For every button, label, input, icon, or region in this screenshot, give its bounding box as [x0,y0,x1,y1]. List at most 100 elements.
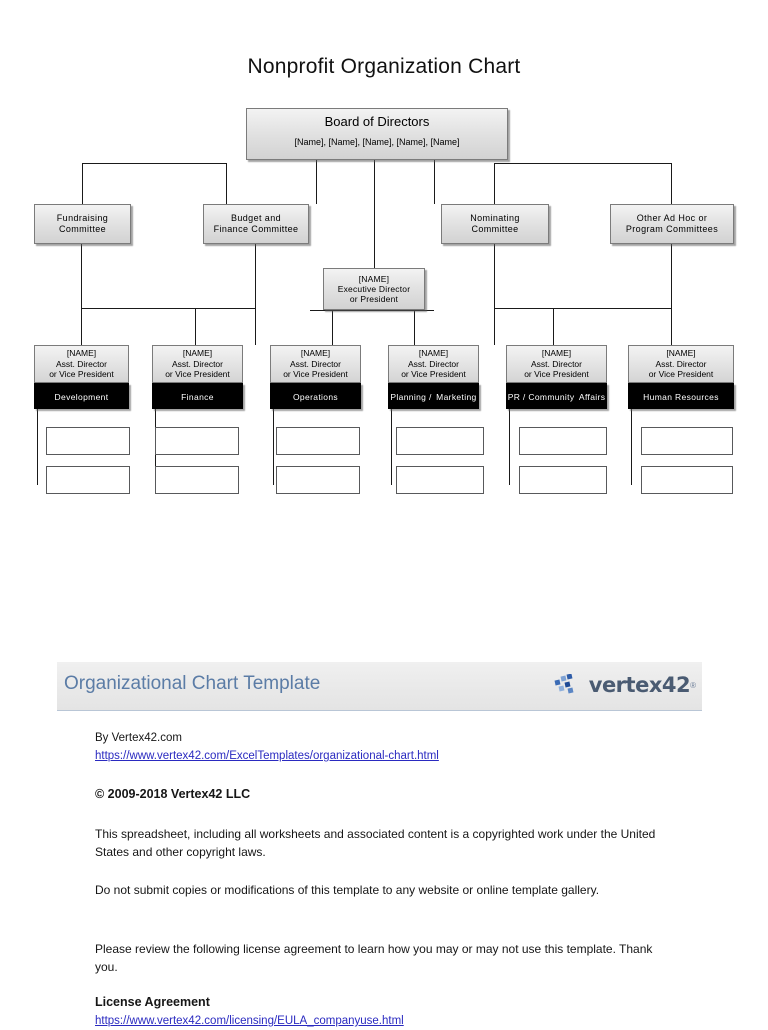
department-label2: Affairs [578,392,606,402]
department-name: [NAME] [541,348,572,359]
empty-box-hr-2[interactable] [641,466,733,494]
node-committee-nominating[interactable]: Nominating Committee [441,204,549,244]
committee-line1: Other Ad Hoc or [636,213,708,224]
footer-banner: Organizational Chart Template vertex42 ® [57,662,702,711]
department-title2: or Vice President [524,369,589,380]
department-title1: Asst. Director [407,358,459,369]
department-label1: Planning / [390,392,432,402]
department-title2: or Vice President [283,369,348,380]
executive-name: [NAME] [358,273,390,284]
board-title: Board of Directors [324,114,430,129]
connector-board-left-drop-fundraising [82,163,83,204]
node-board-of-directors[interactable]: Board of Directors [Name], [Name], [Name… [246,108,508,160]
connector-board-right-horizontal [494,163,671,164]
connector-exec-underline [310,310,434,311]
department-header: [NAME] Asst. Director or Vice President [270,345,361,383]
node-department-development[interactable]: [NAME] Asst. Director or Vice President … [34,345,129,409]
department-label1: Finance [181,392,214,402]
connector-board-drop-a [316,160,317,204]
committee-line1: Nominating [470,213,520,224]
department-title2: or Vice President [648,369,714,380]
department-header: [NAME] Asst. Director or Vice President [506,345,607,383]
node-department-planning-marketing[interactable]: [NAME] Asst. Director or Vice President … [388,345,479,409]
department-band: Planning / Marketing [388,383,479,409]
department-band: Operations [270,383,361,409]
board-members: [Name], [Name], [Name], [Name], [Name] [294,136,460,147]
department-name: [NAME] [66,348,97,359]
node-committee-budget-finance[interactable]: Budget and Finance Committee [203,204,309,244]
department-header: [NAME] Asst. Director or Vice President [152,345,243,383]
connector-operations-stem [273,409,274,485]
department-name: [NAME] [418,348,449,359]
department-label1: Development [54,392,109,402]
department-title2: or Vice President [49,369,114,380]
empty-box-operations-1[interactable] [276,427,360,455]
department-name: [NAME] [300,348,331,359]
node-department-operations[interactable]: [NAME] Asst. Director or Vice President … [270,345,361,409]
license-agreement-heading: License Agreement [95,995,210,1009]
connector-pr-stem [509,409,510,485]
department-name: [NAME] [666,348,696,359]
connector-board-left-horizontal [82,163,227,164]
department-band: PR / Community Affairs [506,383,607,409]
department-label1: Human Resources [643,392,719,402]
empty-box-planning-1[interactable] [396,427,484,455]
node-department-finance[interactable]: [NAME] Asst. Director or Vice President … [152,345,243,409]
node-committee-other-adhoc[interactable]: Other Ad Hoc or Program Committees [610,204,734,244]
connector-vp-drop-4 [494,308,495,345]
committee-line2: Program Committees [625,224,719,234]
empty-box-development-1[interactable] [46,427,130,455]
department-name: [NAME] [182,348,213,359]
empty-box-pr-2[interactable] [519,466,607,494]
committee-line2: Committee [471,224,519,234]
department-band: Human Resources [628,383,734,409]
registered-mark-icon: ® [690,680,696,690]
footer-copyright: © 2009-2018 Vertex42 LLC [95,787,251,801]
connector-vp-drop-6 [671,308,672,345]
empty-box-pr-1[interactable] [519,427,607,455]
connector-development-stem [37,409,38,485]
department-title2: or Vice President [165,369,230,380]
department-band: Finance [152,383,243,409]
connector-vp-drop-2 [195,308,196,345]
empty-box-hr-1[interactable] [641,427,733,455]
department-title2: or Vice President [401,369,466,380]
vertex42-mark-icon [554,674,574,694]
node-department-human-resources[interactable]: [NAME] Asst. Director or Vice President … [628,345,734,409]
connector-budget-drop [255,244,256,308]
department-label1: Operations [292,392,339,402]
footer-paragraph-3: Please review the following license agre… [95,942,653,974]
node-executive-director[interactable]: [NAME] Executive Director or President [323,268,425,310]
connector-vp-bar-right [494,308,671,309]
department-title1: Asst. Director [289,358,341,369]
node-committee-fundraising[interactable]: Fundraising Committee [34,204,131,244]
executive-title2: or President [349,294,399,304]
connector-vp-drop-5 [553,308,554,345]
empty-box-operations-2[interactable] [276,466,360,494]
empty-box-development-2[interactable] [46,466,130,494]
empty-box-finance-1[interactable] [155,427,239,455]
connector-fundraising-drop [81,244,82,308]
empty-box-finance-2[interactable] [155,466,239,494]
department-header: [NAME] Asst. Director or Vice President [388,345,479,383]
connector-other-drop [671,244,672,308]
department-title1: Asst. Director [171,358,223,369]
connector-vp-drop-1 [81,308,82,345]
connector-board-drop-b [374,160,375,268]
executive-title1: Executive Director [337,283,411,294]
connector-board-left-drop-budget [226,163,227,204]
connector-vp-bar-left [81,308,255,309]
node-department-pr-community-affairs[interactable]: [NAME] Asst. Director or Vice President … [506,345,607,409]
connector-nominating-drop [494,244,495,308]
template-url-link[interactable]: https://www.vertex42.com/ExcelTemplates/… [95,750,439,762]
connector-vp-drop-3 [255,308,256,345]
empty-box-planning-2[interactable] [396,466,484,494]
department-label2: Marketing [436,392,477,402]
connector-exec-drop-right [414,310,415,345]
connector-planning-stem [391,409,392,485]
department-band: Development [34,383,129,409]
license-url-link[interactable]: https://www.vertex42.com/licensing/EULA_… [95,1015,404,1027]
connector-board-right-drop-nominating [494,163,495,204]
department-header: [NAME] Asst. Director or Vice President [628,345,734,383]
